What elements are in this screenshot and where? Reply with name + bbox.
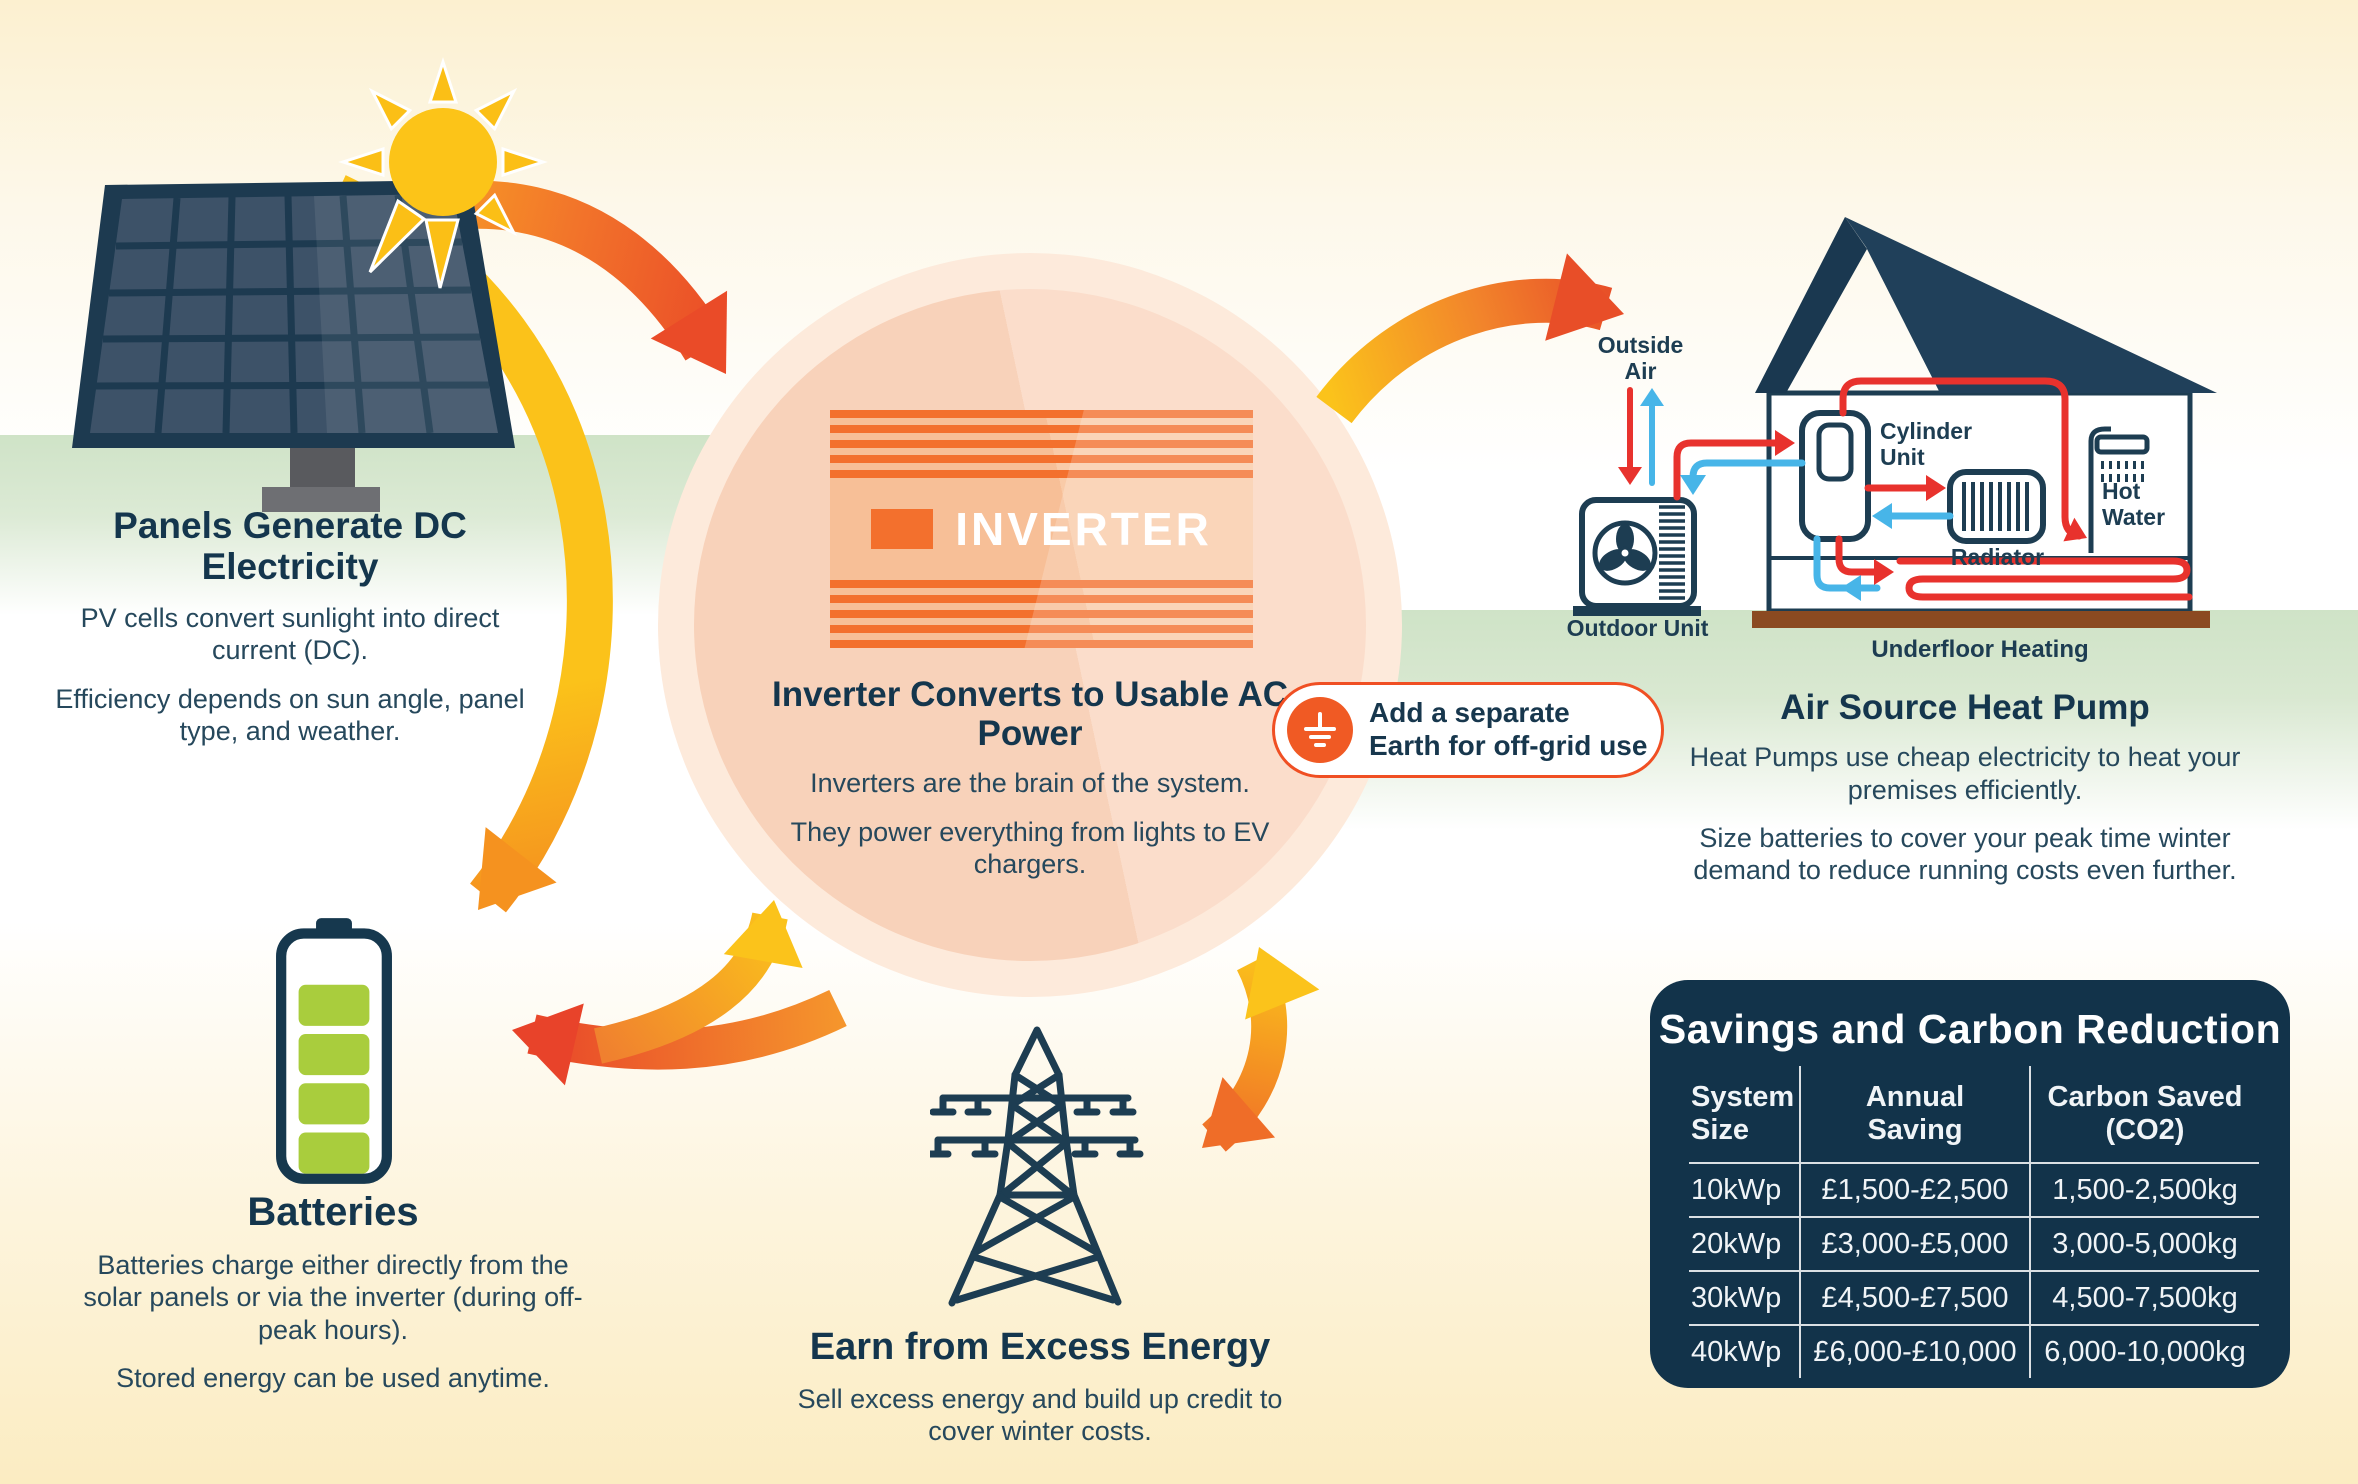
inverter-title: Inverter Converts to Usable AC Power <box>771 675 1289 754</box>
heat-pump-body-2: Size batteries to cover your peak time w… <box>1693 822 2237 886</box>
shower-icon <box>2088 426 2150 553</box>
inverter-device-label: INVERTER <box>955 503 1212 555</box>
heat-pump-title: Air Source Heat Pump <box>1780 688 2150 727</box>
label-underfloor-heating: Underfloor Heating <box>1871 636 2089 663</box>
panels-body-2: Efficiency depends on sun angle, panel t… <box>55 683 525 747</box>
cylinder-unit-icon <box>1799 410 1871 542</box>
label-hot-water: Hot Water <box>2102 478 2166 531</box>
inverter-device: INVERTER <box>830 410 1253 648</box>
table-cell: 10kWp <box>1689 1162 1799 1216</box>
table-cell: 6,000-10,000kg <box>2029 1324 2259 1378</box>
table-cell: 30kWp <box>1689 1270 1799 1324</box>
earth-note-text: Add a separate Earth for off-grid use <box>1369 697 1648 761</box>
label-cylinder-unit: Cylinder Unit <box>1880 418 1973 471</box>
fan-icon <box>1599 524 1651 571</box>
table-cell: 3,000-5,000kg <box>2029 1216 2259 1270</box>
section-batteries: Batteries Batteries charge either direct… <box>83 1190 583 1394</box>
section-heat-pump: Air Source Heat Pump Heat Pumps use chea… <box>1655 688 2275 887</box>
export-body-1: Sell excess energy and build up credit t… <box>797 1383 1283 1446</box>
pipe-arrowheads <box>1618 388 2087 601</box>
section-export: Earn from Excess Energy Sell excess ener… <box>770 1326 1310 1447</box>
solar-panel-icon <box>72 180 515 512</box>
underfloor-coil <box>1896 557 2193 601</box>
earth-note-pill: Add a separate Earth for off-grid use <box>1272 682 1664 778</box>
table-cell: £4,500-£7,500 <box>1799 1270 2029 1324</box>
inverter-power-chip <box>871 509 934 549</box>
panels-title: Panels Generate DC Electricity <box>113 505 467 588</box>
batteries-body-2: Stored energy can be used anytime. <box>116 1362 550 1393</box>
batteries-body-1: Batteries charge either directly from th… <box>83 1249 583 1345</box>
earth-ground-icon <box>1287 697 1353 763</box>
savings-panel: Savings and Carbon Reduction System Size… <box>1650 980 2290 1388</box>
solar-panel-sun-illustration <box>72 57 548 512</box>
panels-body-1: PV cells convert sunlight into direct cu… <box>80 602 500 666</box>
table-cell: 1,500-2,500kg <box>2029 1162 2259 1216</box>
column-header-annual-saving: Annual Saving <box>1799 1066 2029 1162</box>
batteries-title: Batteries <box>247 1190 419 1234</box>
table-cell: 4,500-7,500kg <box>2029 1270 2259 1324</box>
label-outside-air: Outside Air <box>1597 332 1684 385</box>
heat-pump-body-1: Heat Pumps use cheap electricity to heat… <box>1689 742 2241 805</box>
heat-pump-house-illustration <box>1573 217 2217 628</box>
savings-table: System Size Annual Saving Carbon Saved (… <box>1689 1066 2259 1378</box>
table-cell: £1,500-£2,500 <box>1799 1162 2029 1216</box>
electricity-pylon-icon <box>930 1026 1144 1307</box>
inverter-body-1: Inverters are the brain of the system. <box>810 768 1250 799</box>
heating-pipes <box>1627 377 2193 601</box>
inverter-stripes-top <box>830 410 1253 480</box>
section-panels: Panels Generate DC Electricity PV cells … <box>40 505 540 747</box>
roof <box>1845 217 2217 393</box>
table-cell: £6,000-£10,000 <box>1799 1324 2029 1378</box>
radiator-icon <box>1947 469 2046 544</box>
battery-icon <box>276 918 392 1184</box>
outdoor-unit-icon <box>1573 497 1701 616</box>
label-radiator: Radiator <box>1950 544 2045 570</box>
column-header-carbon-saved: Carbon Saved (CO2) <box>2029 1066 2259 1162</box>
sun-icon <box>338 57 548 289</box>
savings-title: Savings and Carbon Reduction <box>1658 1006 2282 1052</box>
export-title: Earn from Excess Energy <box>809 1326 1271 1368</box>
table-cell: £3,000-£5,000 <box>1799 1216 2029 1270</box>
ground-bar <box>1752 611 2210 628</box>
inverter-body-2: They power everything from lights to EV … <box>790 816 1270 880</box>
column-header-system-size: System Size <box>1691 1081 1795 1146</box>
label-outdoor-unit: Outdoor Unit <box>1566 615 1709 641</box>
section-inverter: Inverter Converts to Usable AC Power Inv… <box>770 675 1290 881</box>
table-cell: 20kWp <box>1689 1216 1799 1270</box>
table-cell: 40kWp <box>1689 1324 1799 1378</box>
